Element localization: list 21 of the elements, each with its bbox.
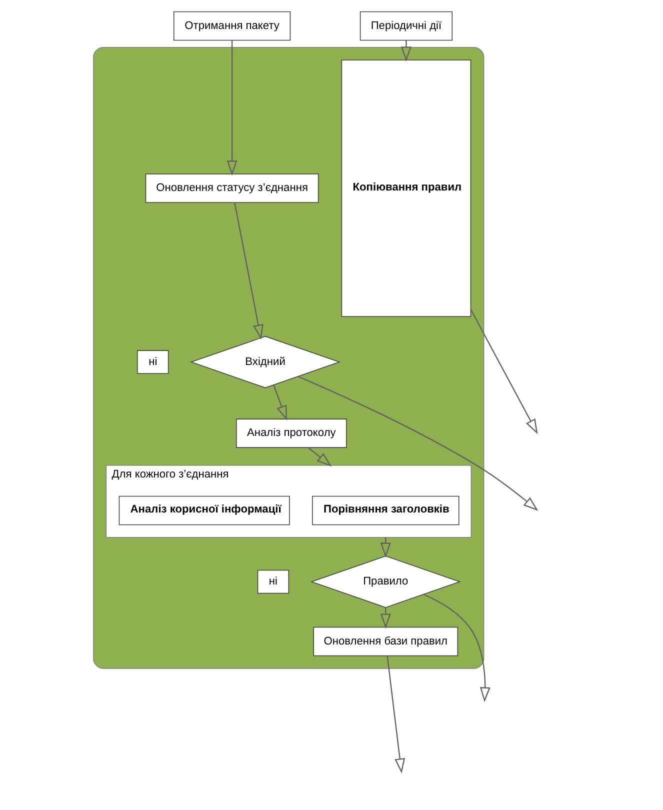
arrow — [226, 40, 237, 176]
node-box: Аналіз протоколу — [236, 418, 346, 448]
node-box: Порівняння заголовків — [312, 496, 459, 526]
node-box: Копіювання правил — [340, 60, 471, 317]
node-box: Аналіз корисної інформації — [118, 496, 290, 526]
arrow — [234, 202, 263, 340]
node-diamond: Вхідний — [190, 336, 340, 388]
node-box: ні — [256, 570, 289, 594]
node-box: Отримання пакету — [172, 11, 290, 41]
arrow — [307, 447, 332, 466]
arrow — [272, 385, 286, 421]
arrow — [400, 40, 411, 62]
arrow — [470, 309, 538, 434]
node-box: ні — [136, 350, 168, 374]
node-diamond: Правило — [310, 556, 460, 608]
arrow — [297, 376, 538, 511]
node-box: Періодичні дії — [359, 11, 452, 41]
arrow — [386, 656, 405, 774]
arrow — [422, 594, 490, 702]
node-box: Оновлення статусу з’єднання — [144, 174, 318, 203]
node-box: Оновлення бази правил — [312, 626, 458, 656]
